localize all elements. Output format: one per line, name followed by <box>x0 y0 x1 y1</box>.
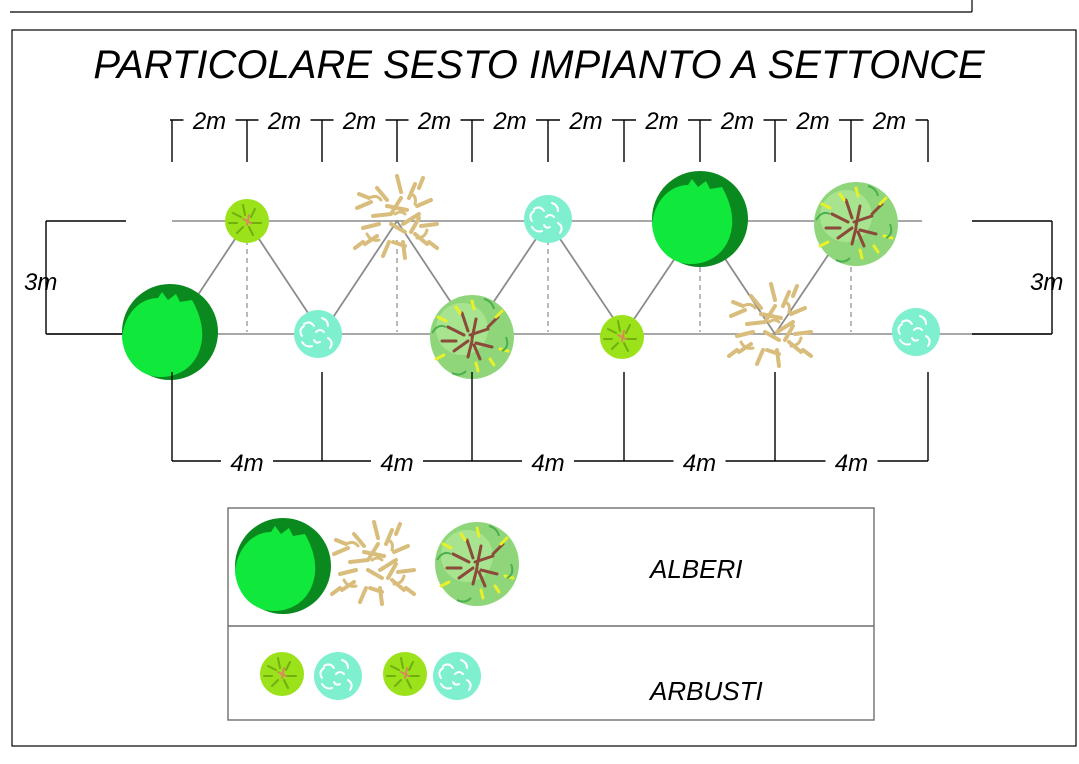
tree-tan-icon <box>330 520 416 606</box>
bottom-spacing-label: 4m <box>531 450 564 477</box>
tree-mixed-icon <box>428 293 516 381</box>
bottom-spacing-label: 4m <box>230 450 263 477</box>
dashed-projections <box>246 240 852 332</box>
legend: ALBERI ARBUSTI <box>227 507 875 721</box>
right-row-spacing: 3m <box>972 220 1063 335</box>
quincunx-zigzag <box>171 219 852 336</box>
top-label-mask <box>787 108 839 132</box>
top-spacing-label: 2m <box>492 108 526 135</box>
bottom-label-mask <box>522 450 574 474</box>
shrub-lime-icon <box>224 198 270 244</box>
top-spacing-label: 2m <box>267 108 301 135</box>
top-spacing-label: 2m <box>720 108 754 135</box>
top-spacing-label: 2m <box>568 108 602 135</box>
shrub-lime-icon <box>599 314 645 360</box>
top-label-mask <box>636 108 688 132</box>
bottom-label-mask <box>371 450 423 474</box>
right-spacing-label: 3m <box>1030 269 1063 296</box>
top-label-mask <box>333 108 386 132</box>
tree-green-icon <box>652 171 748 267</box>
drawing-frame <box>11 29 1077 747</box>
shrub-mint-icon <box>432 651 482 701</box>
legend-trees-row: ALBERI <box>235 518 743 614</box>
legend-shrubs-row: ARBUSTI <box>259 651 763 706</box>
tree-green-icon <box>122 284 218 380</box>
shrub-mint-icon <box>313 651 363 701</box>
top-label-mask <box>484 108 536 132</box>
top-spacing-label: 2m <box>872 108 906 135</box>
tree-mixed-icon <box>812 180 900 268</box>
bottom-spacing-label: 4m <box>683 450 716 477</box>
bottom-spacing-label: 4m <box>380 450 413 477</box>
legend-shrubs-label: ARBUSTI <box>648 676 763 706</box>
left-row-spacing: 3m <box>24 220 126 335</box>
shrub-lime-icon <box>259 651 305 697</box>
top-label-mask <box>408 108 461 132</box>
top-label-mask <box>711 108 764 132</box>
shrub-lime-icon <box>382 651 428 697</box>
bottom-label-mask <box>673 450 726 474</box>
tree-green-icon <box>235 518 331 614</box>
tree-mixed-icon <box>433 520 521 608</box>
top-spacing-label: 2m <box>644 108 678 135</box>
diagram-title: PARTICOLARE SESTO IMPIANTO A SETTONCE <box>93 43 986 87</box>
top-spacing-label: 2m <box>417 108 451 135</box>
top-label-mask <box>183 108 236 132</box>
bottom-spacing-label: 4m <box>835 450 868 477</box>
bottom-label-mask <box>825 450 878 474</box>
shrub-mint-icon <box>523 194 573 244</box>
top-row-plants <box>224 171 900 268</box>
top-label-mask <box>863 108 916 132</box>
bottom-label-mask <box>221 450 273 474</box>
top-spacing-label: 2m <box>795 108 829 135</box>
shrub-mint-icon <box>891 307 941 357</box>
tree-tan-icon <box>353 174 439 260</box>
top-label-mask <box>258 108 311 132</box>
bottom-dimension-chain <box>171 372 929 462</box>
top-spacing-label: 2m <box>342 108 376 135</box>
top-spacing-label: 2m <box>192 108 226 135</box>
shrub-mint-icon <box>293 309 343 359</box>
legend-frame <box>227 507 875 721</box>
left-spacing-label: 3m <box>24 269 57 296</box>
legend-trees-label: ALBERI <box>648 554 743 584</box>
bottom-row-plants <box>122 282 941 381</box>
top-label-mask <box>560 108 612 132</box>
